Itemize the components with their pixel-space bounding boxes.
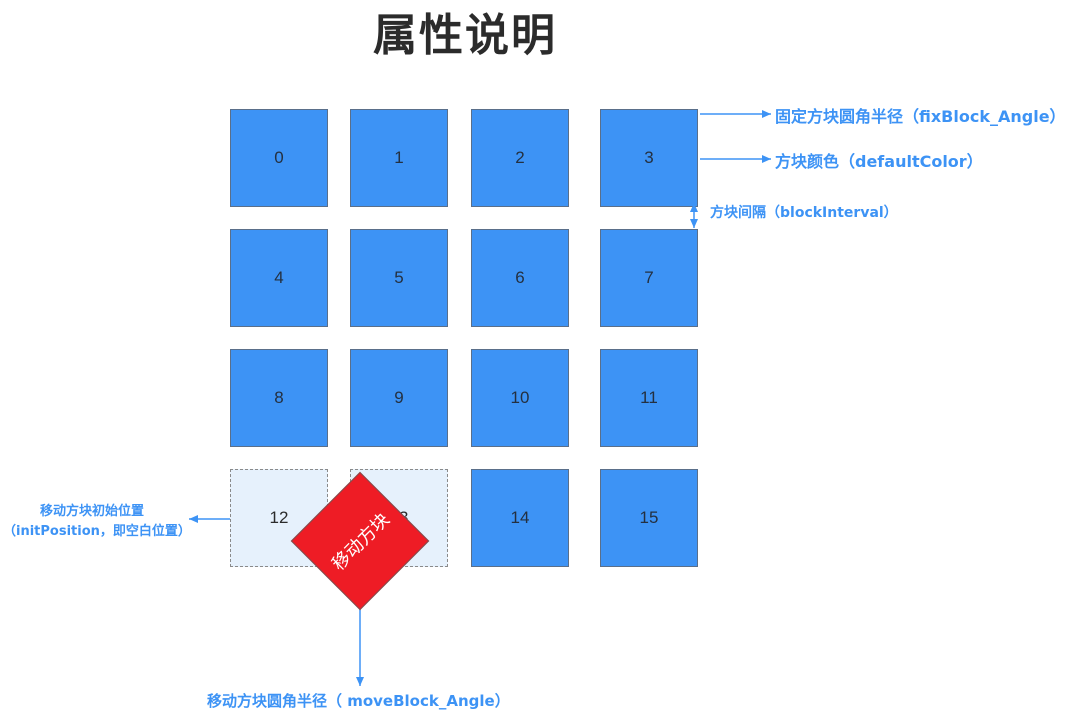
block-4: 4 <box>230 229 328 327</box>
block-interval-label: 方块间隔（blockInterval） <box>710 205 898 221</box>
block-2: 2 <box>471 109 569 207</box>
block-14: 14 <box>471 469 569 567</box>
moving-block-label: 移动方块 <box>328 509 394 575</box>
default-color-label: 方块颜色（defaultColor） <box>775 152 983 171</box>
block-6: 6 <box>471 229 569 327</box>
block-1: 1 <box>350 109 448 207</box>
block-3: 3 <box>600 109 698 207</box>
page-title: 属性说明 <box>373 10 557 61</box>
block-10: 10 <box>471 349 569 447</box>
block-5: 5 <box>350 229 448 327</box>
init-position-label-line2: （initPosition，即空白位置） <box>3 524 191 539</box>
block-7: 7 <box>600 229 698 327</box>
init-position-label-line1: 移动方块初始位置 <box>40 504 145 519</box>
block-11: 11 <box>600 349 698 447</box>
block-8: 8 <box>230 349 328 447</box>
block-15: 15 <box>600 469 698 567</box>
fix-block-angle-label: 固定方块圆角半径（fixBlock_Angle） <box>775 107 1066 126</box>
block-9: 9 <box>350 349 448 447</box>
block-0: 0 <box>230 109 328 207</box>
move-block-angle-label: 移动方块圆角半径（ moveBlock_Angle） <box>207 692 510 710</box>
